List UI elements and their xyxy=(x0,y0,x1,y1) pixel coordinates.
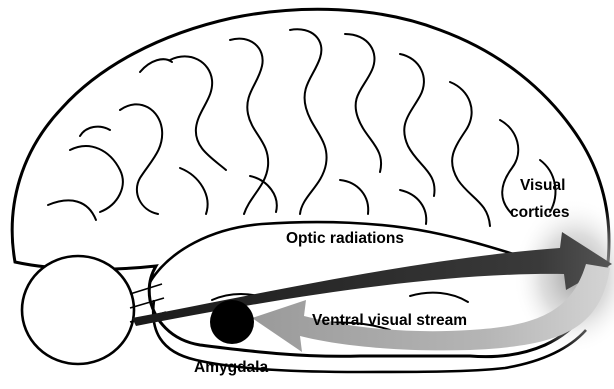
amygdala-dot xyxy=(210,300,254,344)
label-ventral-visual-stream: Ventral visual stream xyxy=(312,312,467,329)
label-amygdala: Amygdala xyxy=(194,359,268,376)
eye xyxy=(22,256,134,364)
label-visual-cortices-line2: cortices xyxy=(510,204,569,221)
label-optic-radiations: Optic radiations xyxy=(286,230,404,247)
label-visual-cortices-line1: Visual xyxy=(520,177,565,194)
